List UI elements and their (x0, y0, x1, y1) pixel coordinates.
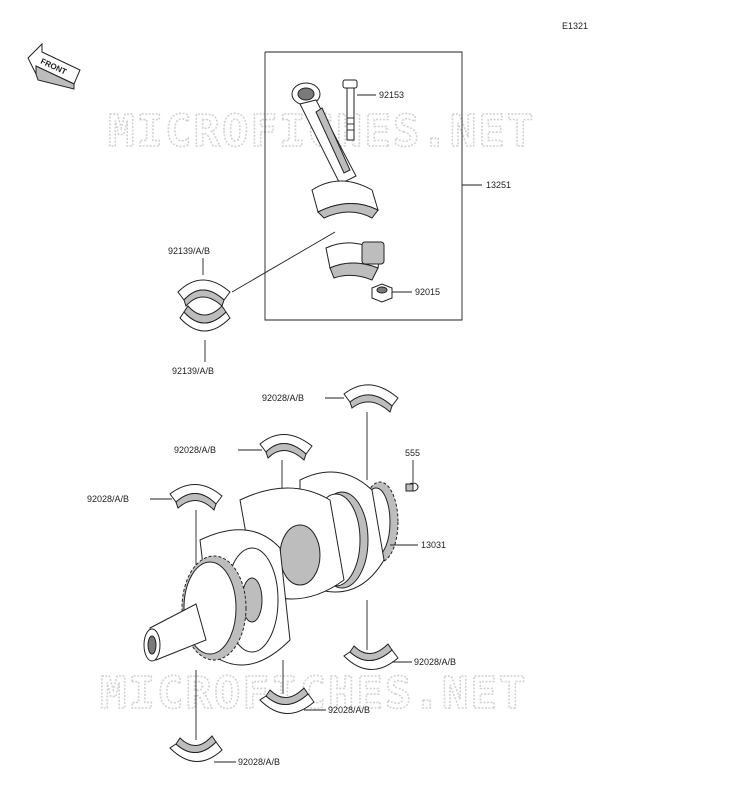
watermark-bottom: MICROFICHES.NET (100, 668, 527, 719)
main-bearing-bottom-right (343, 643, 399, 670)
callout-92028-top-left: 92028/A/B (87, 494, 129, 504)
callout-92028-bottom-right: 92028/A/B (414, 657, 456, 667)
main-bearing-bottom-mid (259, 687, 315, 714)
callout-92139-lower: 92139/A/B (172, 366, 214, 376)
rod-bearing-lower (179, 305, 231, 332)
callout-92028-bottom-mid: 92028/A/B (328, 705, 370, 715)
figure-id: E1321 (562, 21, 588, 31)
rod-cap (325, 241, 385, 281)
main-bearing-top-left (169, 484, 223, 511)
callout-92015: 92015 (415, 287, 440, 297)
main-bearing-top-right (343, 384, 399, 413)
callout-13251: 13251 (486, 180, 511, 190)
crankshaft (143, 471, 399, 666)
main-bearing-bottom-left (169, 735, 223, 762)
nut (371, 283, 393, 303)
callout-13031: 13031 (421, 540, 446, 550)
callout-92153: 92153 (379, 90, 404, 100)
callout-92028-bottom-left: 92028/A/B (238, 757, 280, 767)
rod-bearing-upper (177, 279, 231, 307)
connecting-rod (291, 82, 379, 219)
front-arrow-icon: FRONT (27, 42, 81, 90)
main-bearing-top-mid (259, 434, 313, 461)
con-rod-assembly-box (264, 51, 482, 321)
pin (405, 482, 419, 492)
callout-92139-upper: 92139/A/B (168, 246, 210, 256)
callout-92028-top-right: 92028/A/B (262, 393, 304, 403)
callout-555: 555 (405, 448, 420, 458)
callout-92028-top-mid: 92028/A/B (174, 445, 216, 455)
bolt (342, 79, 358, 141)
